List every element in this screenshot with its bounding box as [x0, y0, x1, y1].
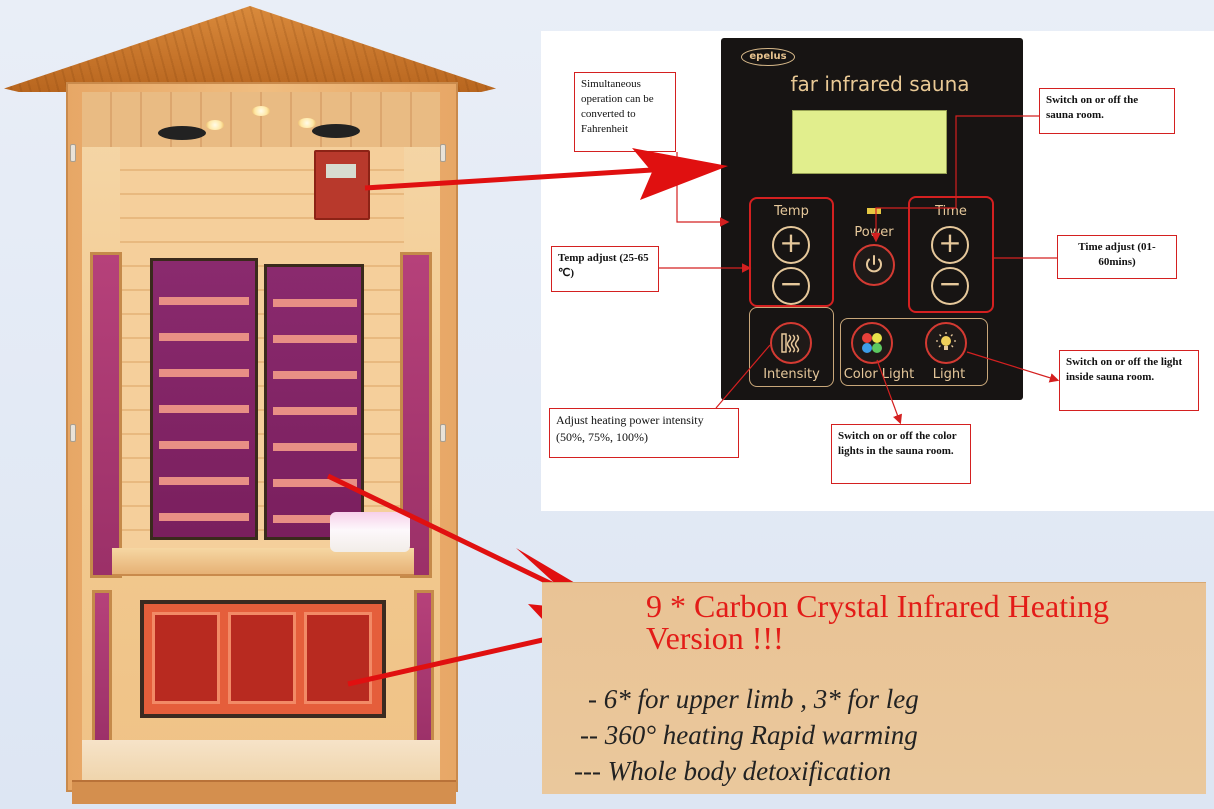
- mini-lcd: [326, 164, 356, 178]
- power-label: Power: [854, 225, 894, 240]
- big-arrow: [364, 167, 653, 191]
- color-light-button[interactable]: [851, 322, 893, 364]
- heater-panel-right: [264, 264, 364, 540]
- color-light-label: Color Light: [843, 367, 915, 382]
- big-arrow: [326, 473, 562, 591]
- time-minus-button[interactable]: −: [931, 267, 969, 305]
- ceiling-light: [206, 120, 224, 130]
- ceiling-light: [252, 106, 270, 116]
- fahrenheit-callout: Simultaneous operation can be converted …: [574, 72, 676, 152]
- speaker-left: [158, 126, 206, 140]
- feature-line: - 6* for upper limb , 3* for leg: [588, 684, 919, 714]
- hinge: [440, 144, 446, 162]
- leg-heater-segment: [152, 612, 220, 704]
- power-icon: [866, 255, 882, 273]
- color-lights-callout: Switch on or off the color lights in the…: [831, 424, 971, 484]
- light-bulb-icon: [936, 332, 956, 350]
- lcd-display: [792, 110, 947, 174]
- sauna-ceiling: [82, 92, 440, 147]
- heat-waves-icon: [781, 333, 800, 353]
- big-arrow: [347, 633, 561, 687]
- intensity-group: [749, 307, 834, 387]
- light-callout: Switch on or off the light inside sauna …: [1059, 350, 1199, 411]
- intensity-button[interactable]: [770, 322, 812, 364]
- temp-group: [749, 197, 834, 307]
- big-arrow-head: [632, 148, 728, 200]
- light-button[interactable]: [925, 322, 967, 364]
- sauna-floor: [82, 740, 440, 782]
- intensity-callout: Adjust heating power intensity (50%, 75%…: [549, 408, 739, 458]
- ceiling-light: [298, 118, 316, 128]
- leg-heater-segment: [228, 612, 296, 704]
- hinge: [440, 424, 446, 442]
- panel-title: far infrared sauna: [790, 72, 970, 96]
- temp-minus-button[interactable]: −: [772, 267, 810, 305]
- leg-heater-segment: [304, 612, 372, 704]
- mini-control-panel: [314, 150, 370, 220]
- sauna-base: [72, 780, 456, 804]
- power-led: [867, 208, 881, 214]
- temp-label: Temp: [774, 204, 809, 219]
- light-label: Light: [932, 367, 966, 382]
- connector: [715, 344, 771, 409]
- feature-title: 9 * Carbon Crystal Infrared Heating Vers…: [646, 588, 1109, 656]
- side-heater-left: [90, 252, 122, 578]
- time-plus-button[interactable]: +: [931, 226, 969, 264]
- sauna-cabin: [0, 0, 500, 809]
- connector: [876, 359, 902, 425]
- connector: [966, 351, 1060, 383]
- feature-line: -- 360° heating Rapid warming: [580, 720, 918, 750]
- leg-heater: [140, 600, 386, 718]
- heater-bars: [159, 269, 249, 531]
- time-group: [908, 196, 994, 313]
- towel: [330, 512, 410, 552]
- light-group: [840, 318, 988, 386]
- intensity-label: Intensity: [763, 367, 820, 382]
- temp-adjust-callout: Temp adjust (25-65 ℃): [551, 246, 659, 292]
- feature-box: [542, 582, 1206, 794]
- time-adjust-callout: Time adjust (01-60mins): [1057, 235, 1177, 279]
- heater-bars: [273, 271, 357, 533]
- color-light-icon: [862, 333, 882, 353]
- speaker-right: [312, 124, 360, 138]
- heater-panel-left: [150, 258, 258, 540]
- feature-line: --- Whole body detoxification: [574, 756, 892, 786]
- power-button[interactable]: [853, 244, 895, 286]
- power-callout: Switch on or off the sauna room.: [1039, 88, 1175, 134]
- connector: [871, 115, 1039, 243]
- sauna-bench: [112, 548, 414, 576]
- brand-logo: epelus: [741, 48, 795, 66]
- hinge: [70, 144, 76, 162]
- temp-plus-button[interactable]: +: [772, 226, 810, 264]
- hinge: [70, 424, 76, 442]
